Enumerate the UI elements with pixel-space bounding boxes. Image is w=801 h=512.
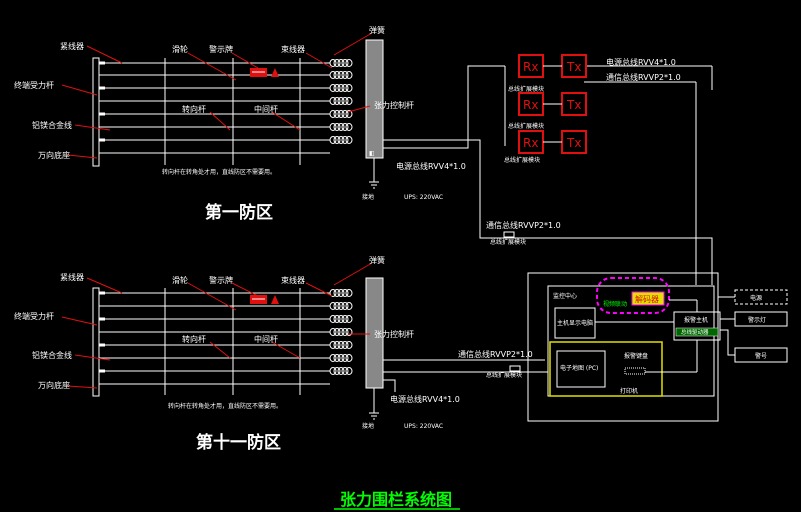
fence-wires — [99, 62, 330, 154]
label-tightener: 紧线器 — [60, 272, 84, 282]
tx-label: Tx — [566, 98, 581, 112]
tx-label: Tx — [566, 60, 581, 74]
rx-label: Rx — [523, 98, 538, 112]
module-row-1: Rx Tx 总线扩展模块 — [508, 54, 587, 93]
label-spring: 弹簧 — [369, 255, 385, 265]
output-label-3: 警号 — [755, 352, 767, 360]
module-label: 总线扩展模块 — [504, 156, 540, 164]
host-label: 报警主机 — [684, 316, 708, 324]
tighteners — [99, 61, 105, 142]
label-pulley: 滑轮 — [172, 44, 188, 54]
label-pulley: 滑轮 — [172, 275, 188, 285]
decoder-label: 解码器 — [635, 294, 659, 304]
label-ext-module: 总线扩展模块 — [486, 371, 522, 379]
tighteners — [99, 291, 105, 373]
ext-module-block — [503, 231, 515, 238]
zone-1: ◧ 紧线器 终端受力杆 铝镁合金线 万向底座 滑轮 警示牌 — [14, 25, 466, 223]
label-ext-module-mid: 总线扩展模块 — [490, 238, 526, 246]
leader-lines — [61, 262, 373, 389]
label-ground: 接地 — [362, 422, 374, 430]
label-power-bus: 电源总线RVV4*1.0 — [396, 161, 466, 171]
monitor-label: 主机显示电脑 — [557, 319, 593, 327]
label-power-bus: 电源总线RVV4*1.0 — [390, 394, 460, 404]
label-bundle: 束线器 — [281, 275, 305, 285]
leader-lines — [61, 32, 373, 159]
label-ups: UPS: 220VAC — [404, 423, 443, 430]
rx-label: Rx — [523, 60, 538, 74]
label-warning-sign: 警示牌 — [209, 44, 233, 54]
keyboard-sub-label: 打印机 — [620, 387, 638, 395]
pc-frame — [549, 341, 663, 397]
pc-label: 电子地图 (PC) — [560, 364, 598, 372]
warning-triangle-icon — [271, 68, 279, 77]
label-comm-bus-top: 通信总线RVVP2*1.0 — [606, 72, 681, 82]
label-bundle: 束线器 — [281, 44, 305, 54]
decoder-cloud — [596, 277, 670, 314]
label-comm-bus-mid: 通信总线RVVP2*1.0 — [486, 220, 561, 230]
rx-tx-modules: Rx Tx 总线扩展模块 Rx Tx 总线扩展模块 Rx Tx 总线扩展模块 电… — [486, 54, 681, 246]
zone-11: 紧线器 终端受力杆 铝镁合金线 万向底座 滑轮 警示牌 束线器 弹簧 转向杆 中… — [14, 255, 533, 453]
label-base: 万向底座 — [38, 150, 70, 160]
module-row-3: Rx Tx 总线扩展模块 — [504, 130, 587, 164]
control-room-frame — [527, 272, 719, 422]
fence-wires — [99, 292, 330, 385]
end-pole — [92, 57, 100, 167]
label-end-pole: 终端受力杆 — [14, 80, 54, 90]
posts — [164, 58, 301, 165]
label-note: 转向杆在转角处才用，直线防区不需要用。 — [162, 168, 276, 176]
output-label-1: 电源 — [750, 294, 762, 302]
label-controller: 张力控制杆 — [374, 329, 414, 339]
diagram-title: 张力围栏系统图 — [340, 490, 452, 509]
control-room-title: 监控中心 — [553, 292, 577, 300]
label-ups: UPS: 220VAC — [404, 194, 443, 201]
label-base: 万向底座 — [38, 380, 70, 390]
label-alloy-wire: 铝镁合金线 — [32, 350, 72, 360]
module-label: 总线扩展模块 — [508, 85, 544, 93]
label-middle-pole: 中间杆 — [254, 334, 278, 344]
svg-text:◧: ◧ — [369, 150, 375, 157]
bus-wiring — [383, 65, 713, 392]
springs — [329, 289, 353, 375]
zone-title: 第十一防区 — [196, 432, 281, 453]
host-sub-label: 总线驱动器 — [681, 328, 709, 336]
label-tightener: 紧线器 — [60, 41, 84, 51]
tx-label: Tx — [566, 136, 581, 150]
control-room: 监控中心 解码器 视频联动 主机显示电脑 报警主机 总线驱动器 电子地图 (PC… — [527, 272, 788, 422]
label-note: 转向杆在转角处才用，直线防区不需要用。 — [168, 402, 282, 410]
module-row-2: Rx Tx 总线扩展模块 — [508, 92, 587, 130]
posts — [164, 288, 301, 395]
label-end-pole: 终端受力杆 — [14, 311, 54, 321]
label-warning-sign: 警示牌 — [209, 275, 233, 285]
label-turn-pole: 转向杆 — [182, 104, 206, 114]
label-spring: 弹簧 — [369, 25, 385, 35]
label-middle-pole: 中间杆 — [254, 104, 278, 114]
keyboard-label: 报警键盘 — [624, 352, 648, 360]
label-controller: 张力控制杆 — [374, 100, 414, 110]
zone-title: 第一防区 — [205, 202, 273, 223]
springs — [329, 59, 353, 144]
rx-label: Rx — [523, 136, 538, 150]
monitor-box — [554, 307, 596, 339]
label-alloy-wire: 铝镁合金线 — [32, 120, 72, 130]
tension-controller — [365, 39, 384, 159]
module-label: 总线扩展模块 — [508, 122, 544, 130]
warning-triangle-icon — [271, 295, 279, 304]
label-comm-bus: 通信总线RVVP2*1.0 — [458, 349, 533, 359]
output-label-2: 警示灯 — [748, 316, 766, 324]
keyboard-icon — [624, 367, 646, 375]
label-turn-pole: 转向杆 — [182, 334, 206, 344]
label-power-bus-top: 电源总线RVV4*1.0 — [606, 57, 676, 67]
end-pole — [92, 287, 100, 397]
label-ground: 接地 — [362, 193, 374, 201]
decoder-sub-label: 视频联动 — [603, 300, 627, 308]
